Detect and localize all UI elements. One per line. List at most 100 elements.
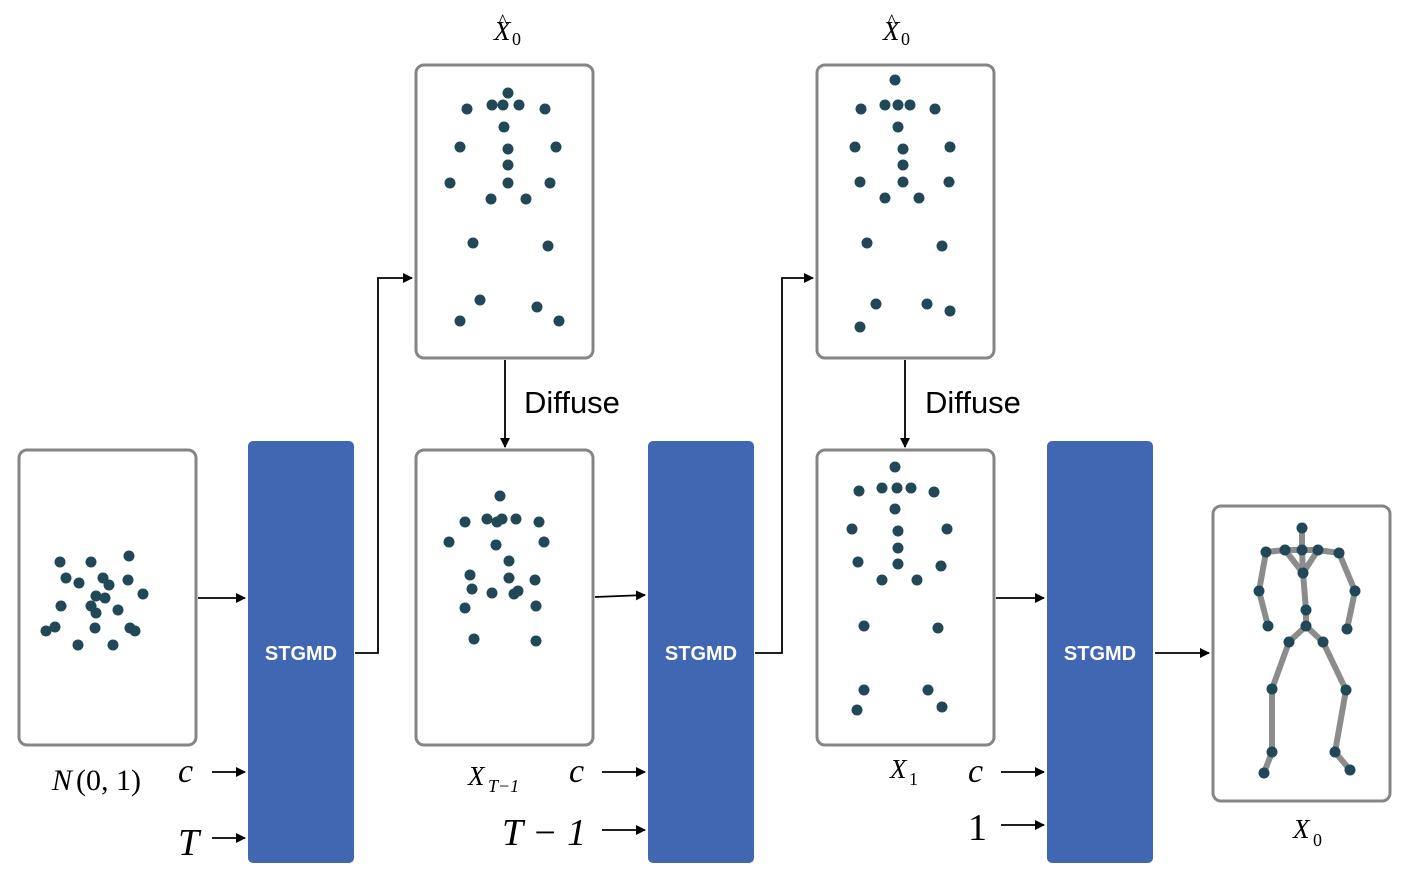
noise-joint-5 [73,577,85,589]
x1-joint-10 [941,523,953,535]
xhat1-joint-7 [498,121,510,133]
xhat2-joint-13 [897,176,909,188]
skeleton-joint-6 [1333,547,1345,559]
noise-joint-14 [99,592,111,604]
xhat2-joint-14 [943,176,955,188]
xhat1-joint-22 [553,315,565,327]
xhat2-joint-19 [870,298,882,310]
skeleton-bone-20 [1332,687,1349,755]
skeleton-joint-14 [1283,636,1295,648]
noisy-joint-8 [443,536,455,548]
output-label: X 0 [1292,814,1322,850]
skeleton-bone-18 [1320,639,1349,693]
xhat2-joint-3 [879,99,891,111]
xhat2-joint-15 [879,192,891,204]
xhat1-joint-10 [550,141,562,153]
noisy-joint-19 [459,602,471,614]
xhat1-joint-5 [513,99,525,111]
xhat2-joint-16 [913,192,925,204]
x1-joint-1 [889,461,901,473]
skeleton-joints [1253,522,1361,779]
xhat2-joint-7 [892,121,904,133]
skeleton-joint-1 [1296,522,1308,534]
x1-panel [815,448,996,747]
x1-joint-15 [876,574,888,586]
stgmd-block-3: STGMD [1047,441,1153,863]
noisy-joint-5 [496,513,508,525]
noisy-joint-13 [503,572,515,584]
x1-label-sub: 1 [909,769,918,789]
x1-joint-14 [935,560,947,572]
cond-label-1: c [178,753,193,790]
x0-hat-label-1-hat: ^ [498,11,508,33]
xhat2-joint-4 [892,99,904,111]
skeleton-joint-11 [1297,567,1309,579]
x0-hat-label-2-hat: ^ [887,11,897,33]
xhat2-joint-18 [936,240,948,252]
noise-label-args: (0, 1) [76,764,141,797]
x1-joint-20 [922,684,934,696]
noise-joint-16 [49,621,61,633]
skeleton-bone-17 [1269,639,1292,692]
xhat2-joint-22 [944,305,956,317]
x0-hat-label-1: X ^ 0 [493,11,521,49]
x0-hat-panel-2 [815,63,996,360]
skeleton-joint-21 [1344,764,1356,776]
x1-joint-22 [936,701,948,713]
x1-joint-21 [851,704,863,716]
noise-joint-1 [54,556,66,568]
diffuse-label-1: Diffuse [524,385,620,420]
noise-joint-8 [122,574,134,586]
output-pose-panel [1211,504,1392,803]
skeleton-joint-8 [1349,585,1361,597]
x1-joint-6 [928,486,940,498]
xhat2-joint-8 [849,141,861,153]
x0-hat-panel-1 [414,63,595,360]
x1-joint-5 [905,482,917,494]
x1-joint-19 [858,684,870,696]
noisy-joint-3 [481,513,493,525]
skeleton-joint-4 [1279,544,1291,556]
skeleton-bone-9 [1344,588,1358,632]
noise-joint-2 [85,556,97,568]
xhat1-joint-15 [485,193,497,205]
x0-hat-label-2-base: X [882,16,901,46]
noisy-joint-7 [533,516,545,528]
stgmd-block-2-label: STGMD [665,643,737,665]
step-label-1: T [178,822,202,864]
noisy-joint-12 [464,569,476,581]
xhat1-joint-18 [542,240,554,252]
step-label-3: 1 [968,807,987,849]
skeleton-joint-18 [1266,746,1278,758]
noisy-joint-6 [510,513,522,525]
noisy-joint-22 [530,635,542,647]
arrow-stgmd-1-to-x0-hat-1 [355,273,413,654]
stgmd-block-1: STGMD [248,441,354,863]
xhat1-joint-4 [497,99,509,111]
skeleton-bone-7 [1256,588,1271,629]
x1-joint-4 [891,482,903,494]
stgmd-block-3-label: STGMD [1064,643,1136,665]
noise-joint-10 [137,588,149,600]
skeleton-joint-20 [1258,767,1270,779]
step-label-2: T − 1 [502,812,586,854]
noisy-joint-1 [494,490,506,502]
xhat2-joint-6 [929,103,941,115]
noisy-joint-9 [490,539,502,551]
arrow-noisy-to-stgmd-2 [594,590,646,601]
noisy-joint-15 [466,583,478,595]
noisy-joint-18 [508,588,520,600]
x0-hat-1-joints [444,87,565,327]
x1-joint-18 [932,622,944,634]
skeleton-joint-19 [1329,746,1341,758]
x0-hat-label-1-sub: 0 [512,29,521,49]
xhat1-joint-13 [502,177,514,189]
xhat1-joint-11 [502,159,514,171]
noisy-xt-1-label: X T−1 [467,761,519,796]
cond-label-3: c [968,753,983,790]
noise-joints [40,550,149,651]
x1-joint-12 [852,556,864,568]
xhat2-joint-2 [855,103,867,115]
xhat1-joint-9 [502,143,514,155]
skeleton-joint-12 [1300,604,1312,616]
